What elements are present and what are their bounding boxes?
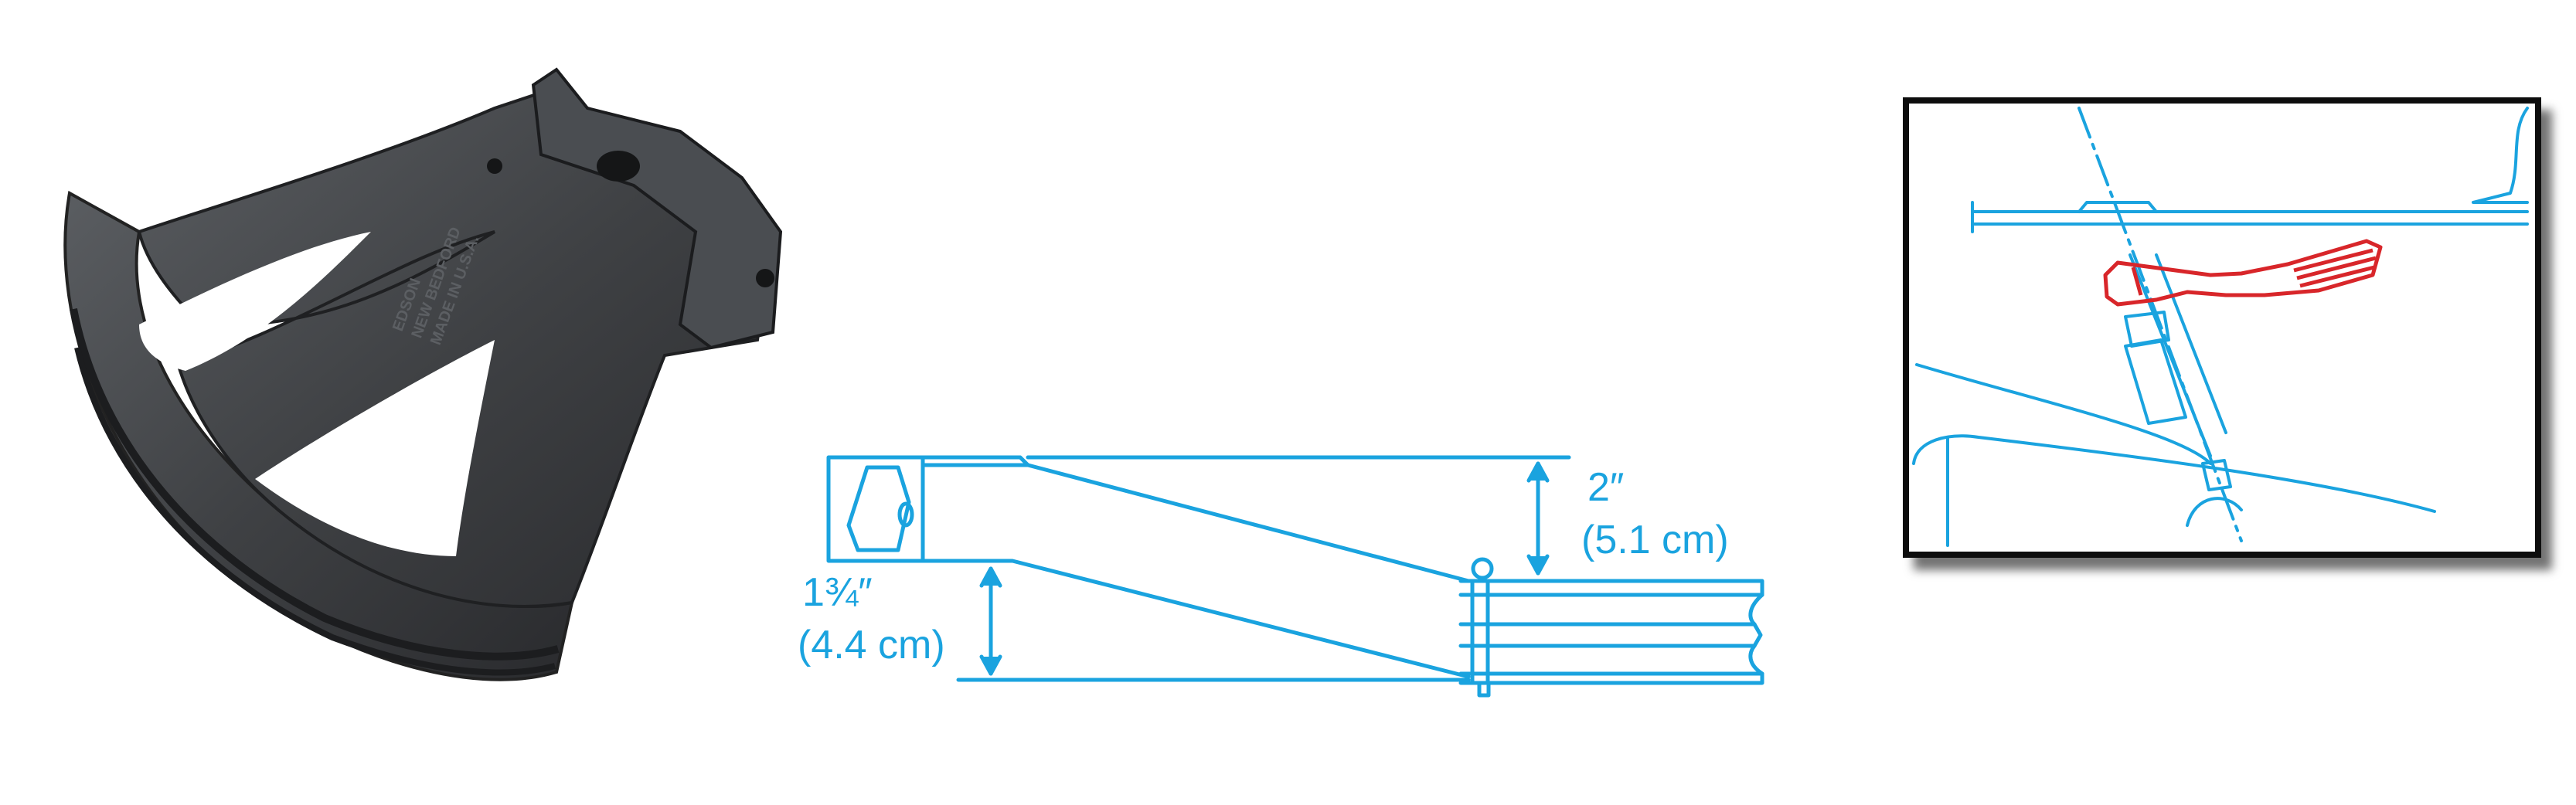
inset-post-clamp [2124, 311, 2170, 348]
inset-lower-hull-2 [1912, 434, 2436, 513]
inset-deck-bracket [2077, 201, 2158, 213]
dimension-label-offset-fraction: 2″ [1587, 465, 1624, 510]
drawing-rim-left-profile [1470, 579, 1490, 685]
drawing-rim-middle [1458, 622, 1763, 648]
drawing-arm-bottom-edge [920, 559, 1471, 679]
inset-highlight-quadrant [2103, 239, 2383, 307]
inset-rudder-post [2129, 253, 2227, 457]
dimension-arrowhead-up [1526, 461, 1550, 483]
drawing-hub-top [920, 455, 1030, 467]
inset-highlight-hub [2131, 267, 2143, 296]
casting-bolt-hole [756, 269, 774, 287]
inset-deck-plate [1971, 201, 2529, 233]
inset-post-clamp-lower [2124, 338, 2187, 425]
quadrant-casting-photo: EDSON NEW BEDFORD MADE IN U.S.A. [63, 67, 783, 681]
drawing-hub-block [826, 455, 925, 563]
casting-window-1 [139, 232, 371, 371]
inset-bearing-arc [2186, 497, 2243, 527]
dimension-arrowhead-up [979, 566, 1002, 588]
inset-bearing [2201, 459, 2232, 491]
installation-inset [1903, 97, 2541, 558]
casting-bore-hole [597, 151, 640, 182]
casting-window-2 [255, 340, 495, 556]
drawing-arm-top-edge [920, 463, 1471, 583]
dimension-arrowhead-down [979, 654, 1002, 676]
drawing-rim-bottom [1458, 671, 1764, 685]
drawing-rim-right-profile [1748, 593, 1764, 676]
casting-rim [63, 190, 574, 681]
dimension-label-side-fraction: 1¾″ [802, 570, 873, 615]
drawing-rim-pin-stem [1477, 681, 1491, 698]
inset-frame [1903, 97, 2541, 558]
dimension-drawing [826, 455, 1764, 698]
drawing-rim-pin [1471, 557, 1494, 580]
dimension-label-side-metric: (4.4 cm) [798, 623, 945, 667]
casting-bolt-hole [487, 158, 502, 174]
dimension-arrowhead-down [1526, 554, 1550, 576]
dimension-label-offset-metric: (5.1 cm) [1581, 518, 1729, 562]
inset-lower-hull [1915, 363, 2212, 465]
inset-highlight-quadrant-ridges [2293, 248, 2377, 288]
casting-groove-1 [70, 308, 560, 661]
inset-hull-curve [2472, 107, 2529, 204]
casting-hub [531, 67, 783, 350]
drawing-hub-hole [897, 501, 914, 528]
drawing-hub-bore [846, 465, 911, 552]
casting-groove-2 [74, 347, 556, 676]
drawing-rim-top [1458, 579, 1764, 597]
